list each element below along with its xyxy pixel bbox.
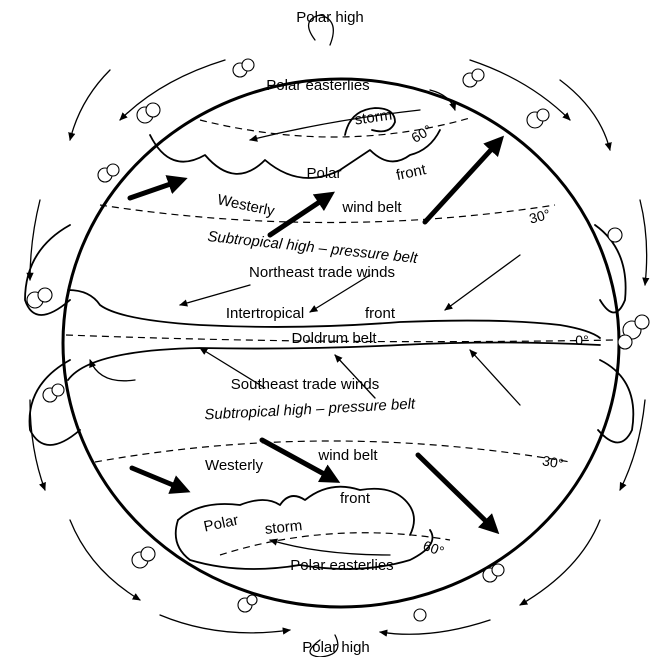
label-wind-belt-south: wind belt — [317, 447, 378, 464]
outer-arrow-6 — [640, 200, 647, 285]
label-subtropical-north: Subtropical high – pressure belt — [207, 228, 419, 267]
outer-arrow-3 — [470, 60, 570, 120]
label-polar-north: Polar — [306, 165, 341, 182]
label-westerly-south: Westerly — [205, 457, 264, 474]
label-wind-belt-north: wind belt — [341, 199, 402, 216]
westerly-arrow-n1 — [130, 180, 182, 198]
latitude-30n-line — [100, 205, 555, 223]
westerly-arrow-s3 — [418, 455, 495, 530]
label-storm-north: storm — [354, 107, 394, 129]
cloud-cluster-sw — [132, 547, 257, 612]
outer-arrow-9 — [70, 520, 140, 600]
ne-trade-arrow-1 — [180, 285, 250, 305]
label-doldrum-belt: Doldrum belt — [291, 330, 377, 347]
outer-arrow-11 — [160, 615, 290, 633]
itcz-lower — [68, 343, 600, 381]
latitude-60s-line — [220, 533, 450, 555]
cloud-cluster-west — [27, 288, 64, 402]
label-polar-high-bottom: Polar high — [302, 639, 370, 656]
label-30s: 30° — [541, 452, 565, 471]
label-front-north: front — [395, 161, 429, 184]
easterly-arrow-s — [270, 540, 390, 555]
label-westerly-north: Westerly — [216, 191, 277, 220]
cell-loop-west-s — [30, 360, 81, 445]
label-polar-easterlies-north: Polar easterlies — [266, 77, 369, 94]
label-ne-trades: Northeast trade winds — [249, 264, 395, 281]
label-front-itcz: front — [365, 305, 396, 322]
label-polar-easterlies-south: Polar easterlies — [290, 557, 393, 574]
trade-curve-arrow-w — [90, 360, 135, 381]
label-storm-south: storm — [264, 517, 303, 538]
outer-arrow-10 — [520, 520, 600, 605]
ne-trade-arrow-3 — [445, 255, 520, 310]
label-front-south: front — [340, 490, 371, 507]
westerly-arrow-n2 — [270, 195, 330, 235]
label-polar-south: Polar — [202, 512, 240, 536]
label-se-trades: Southeast trade winds — [231, 376, 379, 393]
westerly-arrow-s1 — [132, 468, 185, 490]
outer-arrow-7 — [30, 400, 45, 490]
label-subtropical-south: Subtropical high – pressure belt — [204, 395, 416, 423]
label-60s: 60° — [421, 537, 446, 559]
outer-arrow-4 — [560, 80, 610, 150]
cloud-cluster-nw — [98, 59, 254, 182]
se-trade-arrow-3 — [470, 350, 520, 405]
label-equator: 0° — [575, 332, 588, 348]
label-polar-high-top: Polar high — [296, 9, 364, 26]
westerly-arrow-n3 — [425, 140, 500, 222]
outer-arrow-2 — [70, 70, 110, 140]
cloud-cluster-ne — [463, 69, 549, 128]
outer-arrow-12 — [380, 620, 490, 634]
label-intertropical: Intertropical — [226, 305, 304, 322]
